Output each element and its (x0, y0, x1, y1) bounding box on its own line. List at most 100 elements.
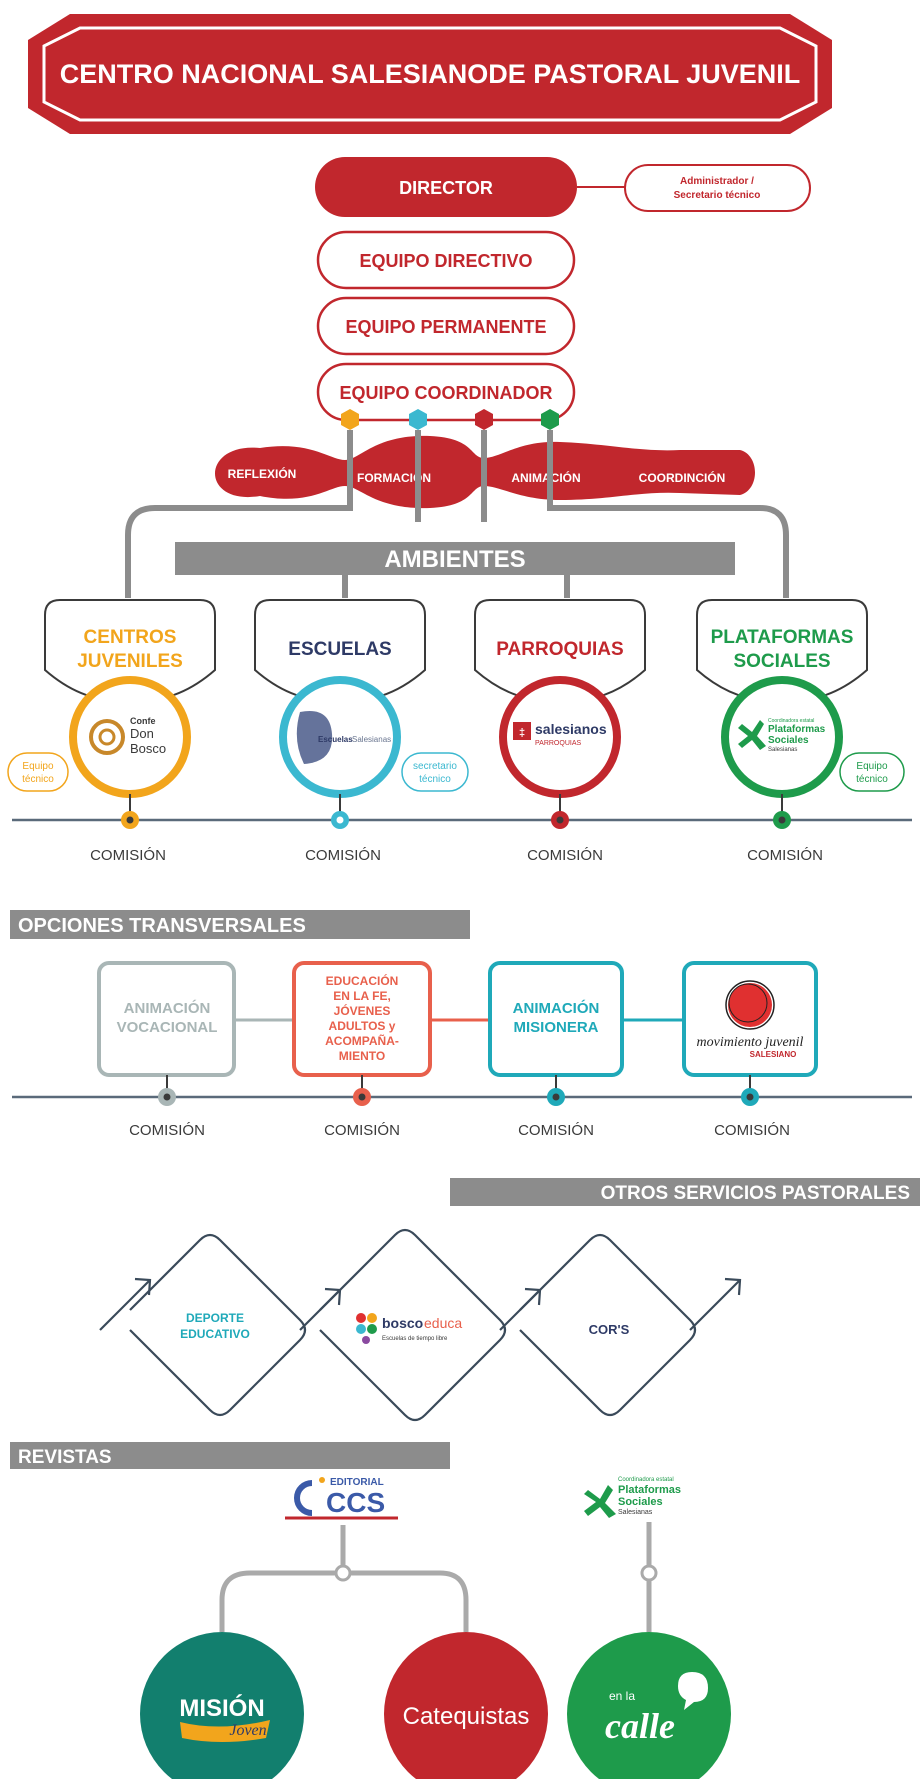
commission-label-plataformas: COMISIÓN (747, 847, 823, 864)
deporte-line1: DEPORTE (186, 1311, 244, 1325)
hexagon-nodes (341, 409, 559, 430)
cors: COR'S (589, 1322, 630, 1337)
transversales-title: OPCIONES TRANSVERSALES (18, 915, 306, 937)
mjs-logo-line2: SALESIANO (750, 1050, 797, 1059)
director-box: DIRECTOR (315, 157, 577, 217)
function-animacion: ANIMACIÓN (511, 470, 580, 485)
parroquias-logo-line1: salesianos (535, 721, 607, 737)
parroquias-logo-line2: PARROQUIAS (535, 740, 581, 747)
ambientes-commission-line: COMISIÓN COMISIÓN COMISIÓN COMISIÓN (12, 794, 912, 864)
centros-label-line2: JUVENILES (77, 651, 183, 672)
boscoeduca-dots-icon (356, 1313, 377, 1344)
commission-label-vocacional: COMISIÓN (129, 1122, 205, 1139)
ambientes-header: AMBIENTES (175, 542, 735, 575)
admin-label-line2: Secretario técnico (674, 190, 761, 201)
director-label: DIRECTOR (399, 178, 493, 198)
ccs-c-icon (294, 1480, 313, 1516)
calle-part-b: calle (605, 1706, 675, 1746)
admin-label-line1: Administrador / (680, 176, 754, 187)
svg-text:‡: ‡ (519, 727, 525, 739)
equipo-directivo-box: EQUIPO DIRECTIVO (316, 230, 576, 290)
banner-title: CENTRO NACIONAL SALESIANODE PASTORAL JUV… (60, 59, 801, 89)
revista-en-la-calle: en la calle (567, 1632, 731, 1779)
commission-label-escuelas: COMISIÓN (305, 847, 381, 864)
educacion-line3: JÓVENES (334, 1003, 391, 1018)
centros-label-line1: CENTROS (84, 627, 177, 648)
revistas-connectors (219, 1522, 652, 1632)
mision-part-b: Joven (229, 1722, 266, 1739)
ambientes-connectors (125, 430, 789, 598)
bosco-subtitle: Escuelas de tiempo libre (382, 1336, 448, 1342)
otros-zigzag (99, 1228, 742, 1422)
ambiente-plataformas: PLATAFORMAS SOCIALES Coordinadora estata… (696, 599, 905, 798)
plataformas-logo-line2: Plataformas (768, 724, 826, 735)
parroquias-label-line1: PARROQUIAS (496, 639, 623, 660)
function-formacion: FORMACIÓN (357, 470, 431, 485)
title-banner: CENTRO NACIONAL SALESIANODE PASTORAL JUV… (28, 14, 832, 134)
deporte-line2: EDUCATIVO (180, 1327, 250, 1341)
ambiente-centros-juveniles: CENTROS JUVENILES Confe Don Bosco Equipo… (7, 599, 216, 798)
escuelas-logo-line2: Salesianas (352, 735, 391, 744)
plataformas-logo-line1: Coordinadora estatal (768, 718, 814, 724)
plat-rev-line4: Salesianas (618, 1509, 653, 1516)
commission-label-educacion: COMISIÓN (324, 1122, 400, 1139)
centros-side-line1: Equipo (22, 761, 54, 772)
revista-catequistas: Catequistas (384, 1632, 548, 1779)
equipo-coordinador-label: EQUIPO COORDINADOR (339, 383, 552, 403)
centros-logo-line3: Bosco (130, 741, 166, 756)
plat-rev-line3: Sociales (618, 1496, 663, 1508)
function-coordincion: COORDINCIÓN (639, 470, 726, 485)
educacion-line5: ACOMPAÑA- (325, 1033, 399, 1048)
ccs-line2: CCS (326, 1487, 385, 1518)
revistas-header: REVISTAS (10, 1442, 450, 1469)
vocacional-line2: VOCACIONAL (117, 1019, 218, 1036)
plataformas-label-line1: PLATAFORMAS (711, 627, 854, 648)
commission-label-misionera: COMISIÓN (518, 1122, 594, 1139)
plat-rev-line1: Coordinadora estatal (618, 1477, 674, 1483)
confe-don-bosco-icon (89, 719, 125, 755)
plataformas-figure-icon (738, 720, 766, 750)
transversales-commission-line: COMISIÓN COMISIÓN COMISIÓN COMISIÓN (12, 1075, 912, 1139)
misionera-line2: MISIONERA (513, 1019, 598, 1036)
plataformas-label-line2: SOCIALES (733, 651, 830, 672)
boscoeduca-logo: bosco educa Escuelas de tiempo libre (356, 1313, 462, 1344)
plataformas-logo-line3: Sociales (768, 735, 809, 746)
commission-label-parroquias: COMISIÓN (527, 847, 603, 864)
hex-red (475, 409, 493, 430)
equipo-permanente-label: EQUIPO PERMANENTE (345, 317, 546, 337)
salesianos-icon (513, 722, 531, 740)
ccs-line1: EDITORIAL (330, 1477, 384, 1488)
plat-rev-line2: Plataformas (618, 1484, 681, 1496)
bosco-part-a: bosco (382, 1315, 423, 1331)
escuelas-label-line1: ESCUELAS (288, 639, 391, 660)
centros-side-line2: técnico (22, 774, 54, 785)
transversales-header: OPCIONES TRANSVERSALES (10, 910, 470, 939)
editorial-ccs-logo: EDITORIAL CCS (285, 1477, 398, 1520)
otros-title: OTROS SERVICIOS PASTORALES (601, 1183, 910, 1204)
ambientes-title: AMBIENTES (384, 546, 525, 573)
educacion-line2: EN LA FE, (333, 989, 391, 1003)
misionera-line1: ANIMACIÓN (513, 999, 600, 1017)
mision-part-a: MISIÓN (179, 1694, 264, 1722)
admin-box: Administrador / Secretario técnico (624, 164, 811, 212)
commission-label-centros: COMISIÓN (90, 847, 166, 864)
commission-label-mjs: COMISIÓN (714, 1122, 790, 1139)
equipo-coordinador-box: EQUIPO COORDINADOR (316, 362, 576, 422)
function-reflexion: REFLEXIÓN (228, 466, 297, 481)
transversal-animacion-vocacional: ANIMACIÓN VOCACIONAL (97, 961, 236, 1077)
centros-side-badge (7, 752, 69, 792)
deporte-educativo: DEPORTE EDUCATIVO (180, 1311, 250, 1341)
transversal-movimiento-juvenil: movimiento juvenil SALESIANO (682, 961, 818, 1077)
mjs-scribble-icon (728, 983, 772, 1027)
educacion-line1: EDUCACIÓN (326, 973, 399, 988)
plataformas-revista-logo: Coordinadora estatal Plataformas Sociale… (584, 1477, 681, 1518)
ambiente-parroquias: PARROQUIAS ‡ salesianos PARROQUIAS (474, 599, 646, 798)
equipo-permanente-box: EQUIPO PERMANENTE (316, 296, 576, 356)
revistas-title: REVISTAS (18, 1447, 112, 1468)
revista-mision-joven: MISIÓN Joven (140, 1632, 304, 1779)
centros-logo-line2: Don (130, 726, 154, 741)
bosco-part-b: educa (424, 1315, 462, 1331)
educacion-line6: MIENTO (339, 1049, 385, 1063)
plataformas-logo-line4: Salesianas (768, 747, 797, 753)
